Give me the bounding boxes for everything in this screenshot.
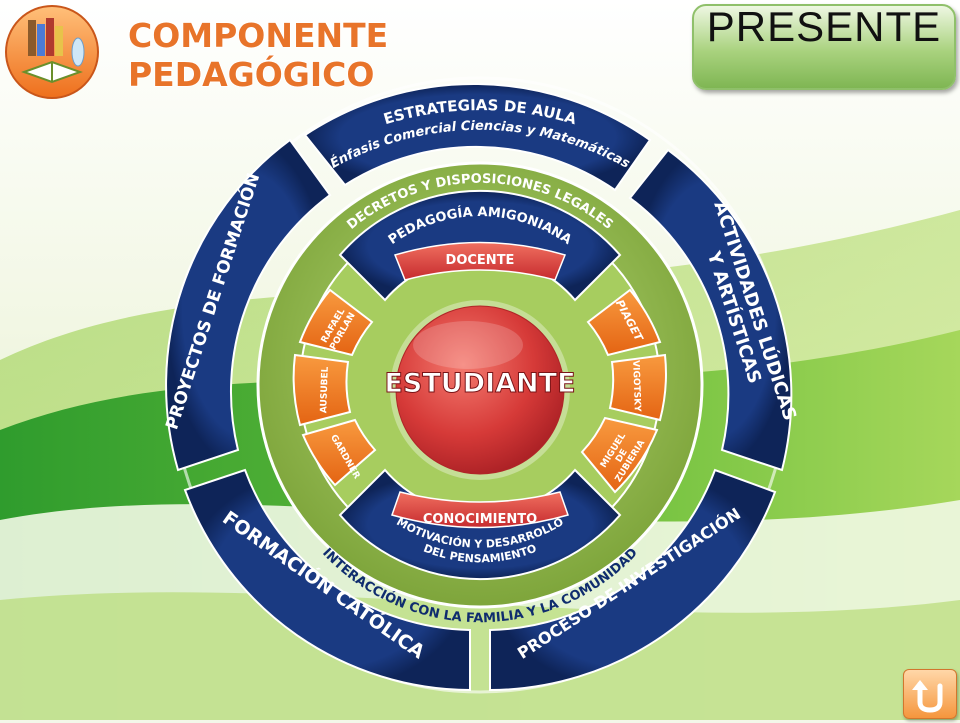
- tag-docente[interactable]: [393, 241, 567, 281]
- author-segment-ausubel[interactable]: [292, 353, 352, 427]
- author-segment-gardner[interactable]: [301, 418, 377, 487]
- present-button-label: PRESENTE: [706, 3, 942, 50]
- label-conocimiento: CONOCIMIENTO: [423, 512, 537, 527]
- return-button[interactable]: [903, 669, 957, 719]
- author-segment-zubieria[interactable]: [580, 416, 659, 494]
- authors-right: [580, 288, 667, 494]
- center-estudiante[interactable]: [395, 305, 565, 475]
- label-docente: DOCENTE: [446, 253, 515, 268]
- title-line-1: COMPONENTE: [128, 16, 388, 55]
- outer-ring: [165, 76, 793, 694]
- outer-segment-estrategias[interactable]: [303, 83, 652, 192]
- title-line-2: PEDAGÓGICO: [128, 54, 374, 94]
- outer-segment-actividades[interactable]: [628, 148, 793, 472]
- center-highlight: [413, 321, 523, 369]
- label-vigotsky: VIGOTSKY: [630, 360, 642, 412]
- outer-segment-proyectos[interactable]: [165, 138, 332, 472]
- author-segment-vigotsky[interactable]: [608, 353, 667, 422]
- background-swoosh-bottom: [0, 592, 960, 720]
- label-estudiante: ESTUDIANTE: [384, 368, 575, 399]
- outer-segment-investigacion[interactable]: [489, 468, 777, 692]
- label-ausubel: AUSUBEL: [319, 366, 331, 413]
- tag-conocimiento[interactable]: [391, 491, 569, 529]
- outer-segment-formacion-catolica[interactable]: [183, 468, 471, 692]
- author-segment-piaget[interactable]: [586, 288, 662, 357]
- authors-left: [292, 288, 377, 487]
- author-segment-porlan[interactable]: [298, 288, 374, 357]
- books-icon: [5, 5, 99, 99]
- present-button[interactable]: PRESENTE: [692, 4, 956, 90]
- return-arrow-icon: [912, 680, 943, 713]
